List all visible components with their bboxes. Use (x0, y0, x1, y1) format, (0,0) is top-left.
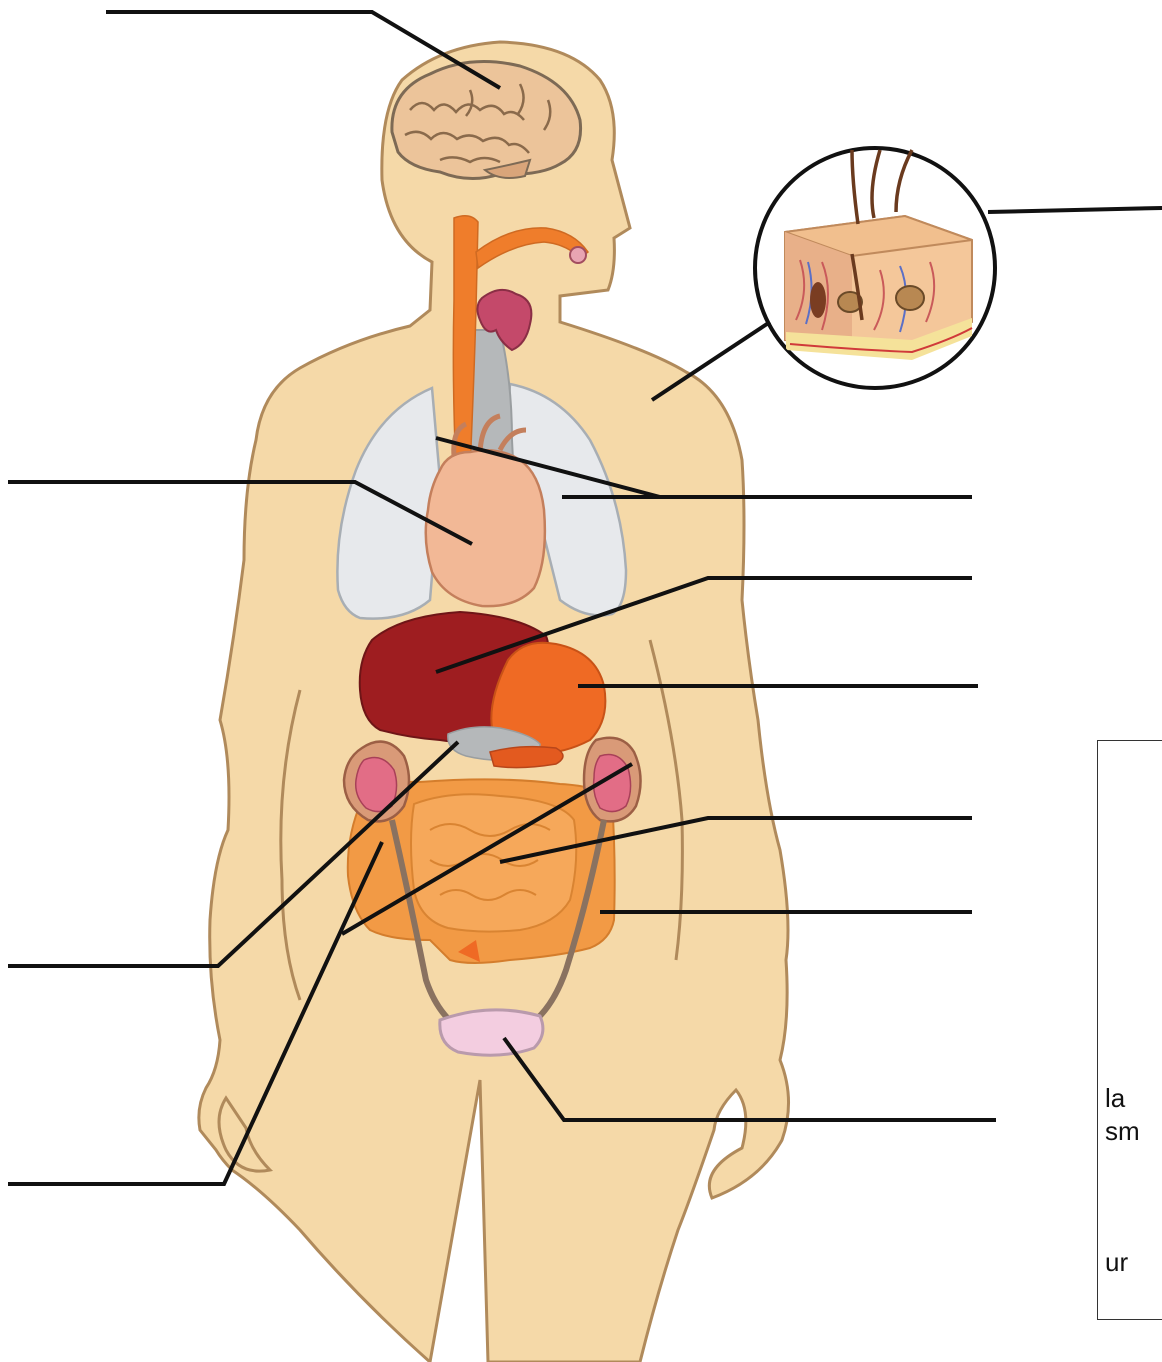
pancreas (490, 747, 563, 768)
salivary-gland (570, 247, 586, 263)
right-kidney (584, 738, 641, 822)
small-intestine (411, 794, 576, 931)
bladder (440, 1010, 543, 1055)
leader-skin (988, 208, 1162, 212)
leader-skin-magnifier (652, 322, 770, 400)
word-bank-box: la sm ur (1097, 740, 1162, 1320)
word-bank-item: ur (1105, 1249, 1128, 1275)
word-bank-item: la (1105, 1085, 1125, 1111)
left-kidney (344, 742, 409, 822)
skin-magnifier (755, 148, 995, 388)
word-bank-item: sm (1105, 1118, 1140, 1144)
